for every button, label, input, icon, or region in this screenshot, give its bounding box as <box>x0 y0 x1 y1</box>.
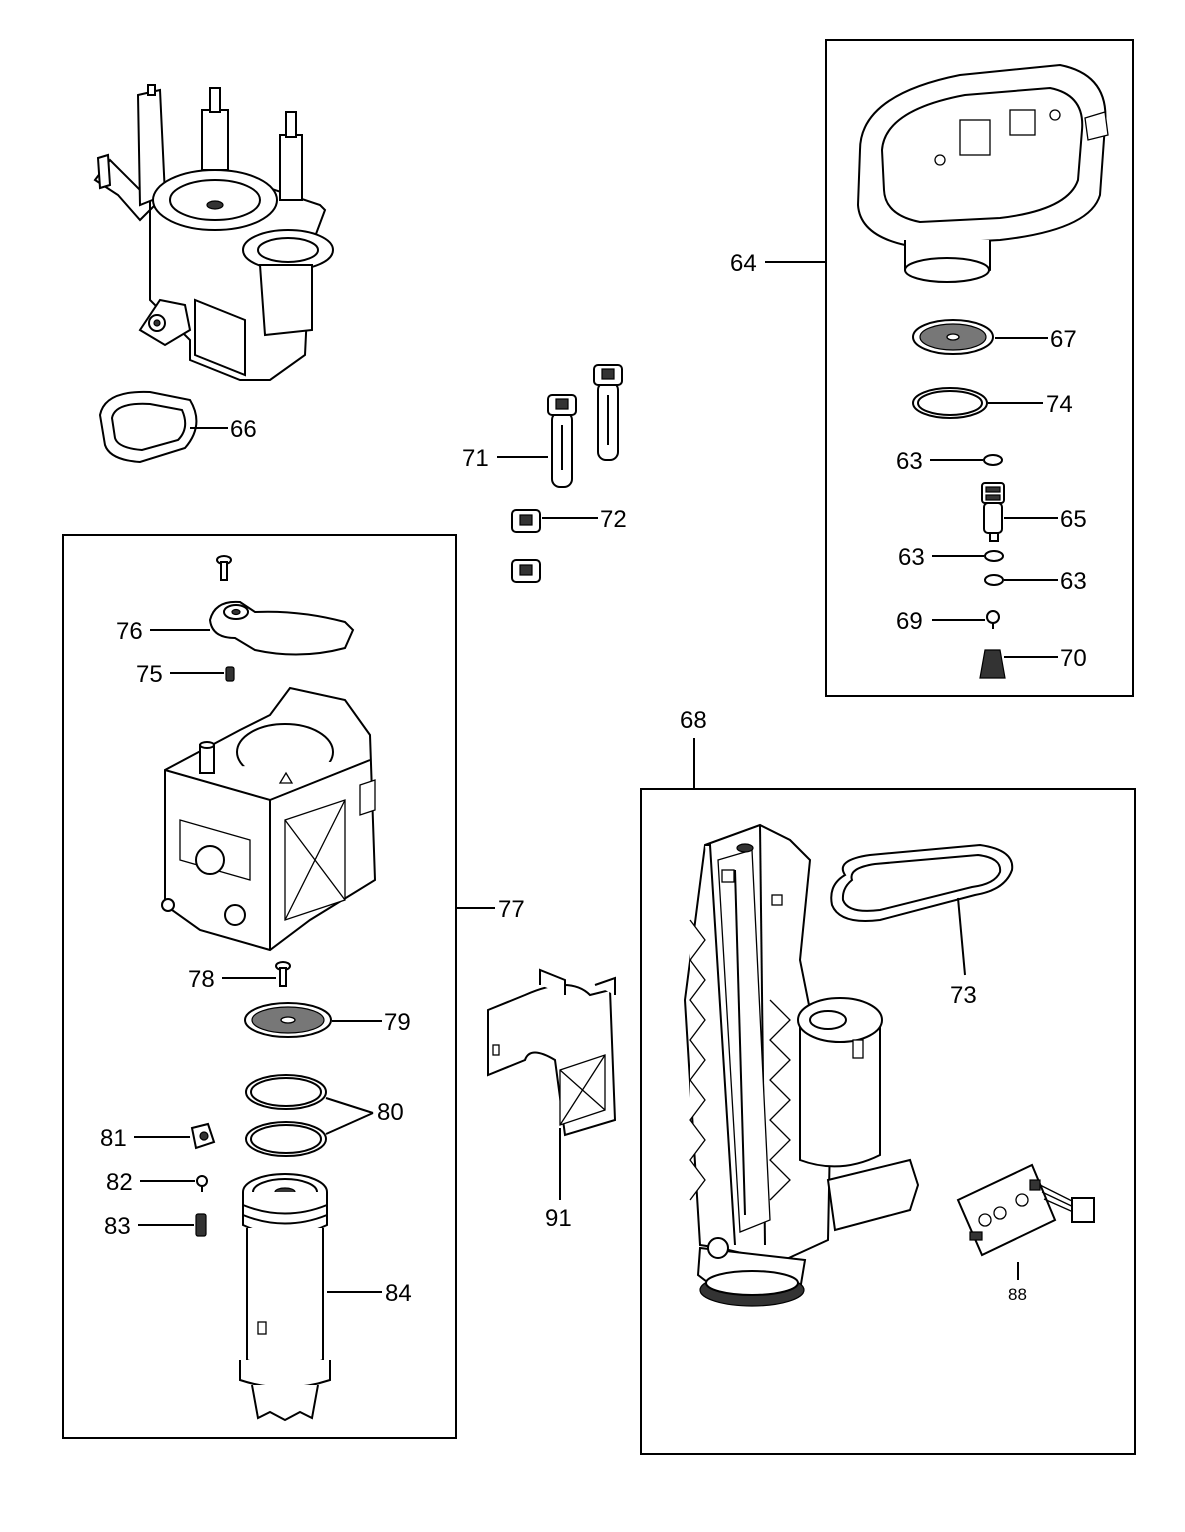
part-label-63b: 63 <box>898 544 925 571</box>
part-label-83: 83 <box>104 1213 131 1240</box>
part-label-81: 81 <box>100 1125 127 1152</box>
part-label-69: 69 <box>896 608 923 635</box>
part-label-64: 64 <box>730 250 757 277</box>
part-label-63a: 63 <box>896 448 923 475</box>
leader-73 <box>957 897 966 976</box>
piston-cylinder-part-84 <box>239 1173 331 1422</box>
o-ring-part-63a <box>983 454 1003 466</box>
part-label-77: 77 <box>498 896 525 923</box>
brew-unit-frame-part <box>161 686 377 952</box>
spring-part-75 <box>225 666 235 682</box>
ball-part-82 <box>196 1175 208 1192</box>
part-label-88: 88 <box>1008 1285 1027 1304</box>
part-label-84: 84 <box>385 1280 412 1307</box>
upper-housing-part <box>93 84 334 381</box>
part-label-82: 82 <box>106 1169 133 1196</box>
gasket-part-66 <box>98 390 198 464</box>
part-label-74: 74 <box>1046 391 1073 418</box>
pin-part-71a <box>547 394 577 488</box>
o-ring-part-63b <box>984 550 1004 562</box>
part-label-72: 72 <box>600 506 627 533</box>
filter-screen-part-67 <box>912 319 994 355</box>
drive-belt-part-73 <box>830 843 1014 922</box>
part-label-71: 71 <box>462 445 489 472</box>
part-label-79: 79 <box>384 1009 411 1036</box>
circuit-board-part-88 <box>956 1163 1095 1257</box>
part-label-78: 78 <box>188 966 215 993</box>
bracket-part-91 <box>487 968 617 1137</box>
o-ring-part-74 <box>912 387 988 419</box>
o-ring-part-80a <box>245 1074 327 1110</box>
part-label-68: 68 <box>680 707 707 734</box>
cap-part-81 <box>190 1122 216 1150</box>
ball-part-69 <box>986 610 1000 629</box>
part-label-67: 67 <box>1050 326 1077 353</box>
lever-part-76 <box>208 600 355 656</box>
pin-part-71b <box>593 364 623 461</box>
part-label-75: 75 <box>136 661 163 688</box>
spring-part-70 <box>979 649 1006 679</box>
valve-housing-part-64 <box>856 63 1109 283</box>
o-ring-part-63c <box>984 574 1004 586</box>
screw-part-78 <box>275 961 291 987</box>
screw-part <box>216 555 232 581</box>
part-label-76: 76 <box>116 618 143 645</box>
filter-screen-part-79 <box>244 1002 332 1038</box>
part-label-63c: 63 <box>1060 568 1087 595</box>
part-label-65: 65 <box>1060 506 1087 533</box>
group-box-64 <box>825 39 1134 697</box>
group-box-68 <box>640 788 1136 1455</box>
gear-part-72a <box>511 509 541 533</box>
drive-assembly-part-68 <box>683 823 920 1307</box>
part-label-70: 70 <box>1060 645 1087 672</box>
leader-80b <box>325 1112 374 1135</box>
group-box-77 <box>62 534 457 1439</box>
o-ring-part-80b <box>245 1121 327 1157</box>
part-label-73: 73 <box>950 982 977 1009</box>
spring-part-83 <box>195 1213 207 1237</box>
valve-insert-part-65 <box>981 482 1005 542</box>
part-label-80: 80 <box>377 1099 404 1126</box>
part-label-66: 66 <box>230 416 257 443</box>
leader-80a <box>325 1097 374 1114</box>
part-label-91: 91 <box>545 1205 572 1232</box>
gear-part-72b <box>511 559 541 583</box>
